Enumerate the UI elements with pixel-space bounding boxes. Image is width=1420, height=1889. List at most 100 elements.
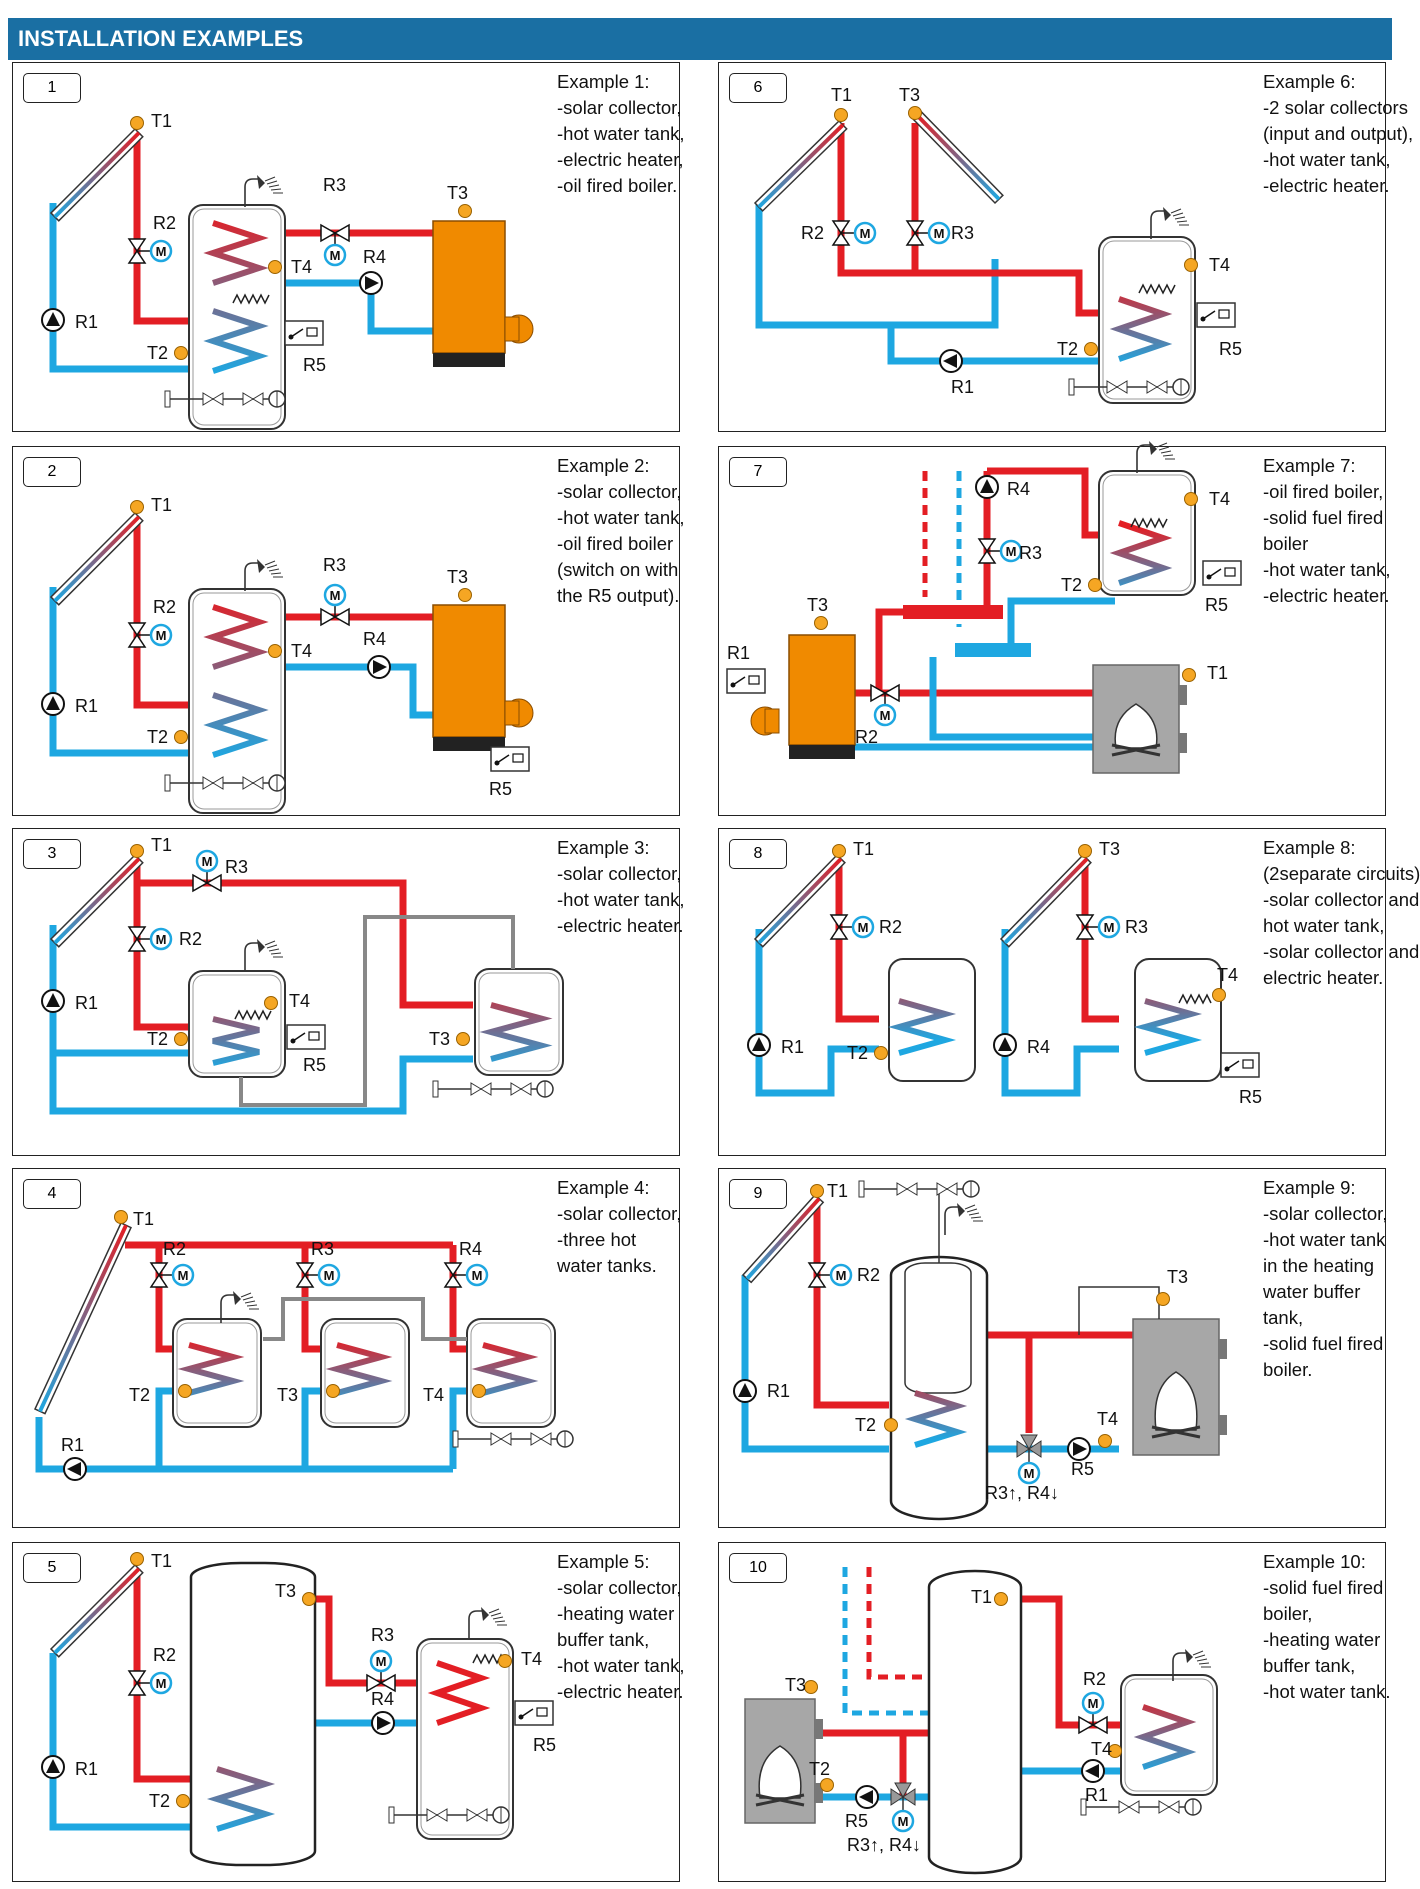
component-label: R2 [179,929,202,949]
svg-text:M: M [1024,1466,1035,1481]
component-label: T4 [1209,489,1230,509]
description-line: -solar collector, [557,481,682,502]
svg-text:M: M [376,1654,387,1669]
valve-icon: M [295,1262,341,1288]
temperature-sensor-icon [268,644,282,658]
svg-text:M: M [880,708,891,723]
component-label: T2 [1057,339,1078,359]
drain-valve-icon [164,774,286,792]
heating-coil-icon [203,604,269,670]
circulation-pipe [263,1297,467,1341]
cold-pipe [213,279,433,335]
hot-pipe [837,123,1119,317]
hot-pipe [839,608,921,697]
description-line: -electric heater. [557,915,684,936]
shower-icon [1172,1649,1211,1681]
drain-valve-icon [388,1806,510,1824]
description-line: tank, [1263,1307,1304,1328]
component-label: T2 [149,1791,170,1811]
temperature-sensor-icon [832,844,846,858]
temperature-sensor-icon [174,730,188,744]
heating-coil-icon [1133,1704,1197,1770]
component-label: R3 [1019,543,1042,563]
component-label: R2 [163,1239,186,1259]
valve-icon: M [320,223,350,267]
component-label: R4 [371,1689,394,1709]
description-line: Example 1: [557,71,650,92]
example-number: 2 [23,457,81,487]
description-line: Example 6: [1263,71,1356,92]
motor-icon [149,239,173,263]
description-line: Example 2: [557,455,650,476]
component-label: R3 [323,175,346,195]
drain-valve-icon [164,390,286,408]
component-label: T1 [151,1551,172,1571]
description-line: in the heating [1263,1255,1375,1276]
shower-icon [944,1203,983,1235]
component-label: R5 [303,355,326,375]
example-description: Example 5:-solar collector,-heating wate… [557,1549,685,1705]
description-line: -solar collector, [557,97,682,118]
component-label: T2 [1061,575,1082,595]
example-number: 1 [23,73,81,103]
component-label: R1 [75,696,98,716]
pump-icon [41,692,65,716]
component-label: R5 [1071,1459,1094,1479]
shower-icon [468,1607,507,1639]
description-line: -2 solar collectors [1263,97,1408,118]
temperature-sensor-icon [326,1384,340,1398]
svg-text:M: M [1104,920,1115,935]
pump-icon [367,655,391,679]
motor-icon [891,1809,915,1833]
cold-pipe [1001,929,1119,1097]
water-tank [172,1318,262,1428]
valve-icon: M [905,220,951,246]
relay-icon [1202,560,1242,586]
temperature-sensor-icon [114,1210,128,1224]
relay-icon [1220,1052,1260,1078]
description-line: Example 9: [1263,1177,1356,1198]
temperature-sensor-icon [456,1032,470,1046]
component-label: R3 [225,857,248,877]
cold-pipe [49,925,473,1115]
description-line: electric heater. [1263,967,1384,988]
relay-icon [490,746,530,772]
component-label: T2 [129,1385,150,1405]
relay-icon [286,1024,326,1050]
relay-icon [1196,302,1236,328]
description-line: Example 4: [557,1177,650,1198]
motor-icon [851,915,875,939]
svg-text:M: M [858,920,869,935]
hot-pipe [303,1595,433,1687]
mixing-valve-icon: M [890,1782,916,1833]
description-line: -heating water [1263,1629,1381,1650]
component-label: T1 [151,495,172,515]
temperature-sensor-icon [814,616,828,630]
cold-pipe [929,657,1099,741]
pump-icon [41,308,65,332]
svg-text:M: M [156,1676,167,1691]
oil-boiler-icon [750,634,856,759]
component-label: T3 [275,1581,296,1601]
description-line: -oil fired boiler [557,533,674,554]
component-label: T4 [1209,255,1230,275]
description-line: -solar collector, [557,1203,682,1224]
description-line: -hot water tank [1263,1229,1386,1250]
component-label: R4 [363,247,386,267]
solar-collector-icon [911,110,1004,205]
component-label: R5 [303,1055,326,1075]
temperature-sensor-icon [804,1680,818,1694]
drain-valve-icon [1080,1798,1202,1816]
cold-pipe [49,587,213,757]
component-label: R1 [727,643,750,663]
shower-icon [244,559,283,591]
component-label: R4 [363,629,386,649]
relay-icon [514,1700,554,1726]
hot-pipe [835,859,879,1023]
svg-text:M: M [330,248,341,263]
